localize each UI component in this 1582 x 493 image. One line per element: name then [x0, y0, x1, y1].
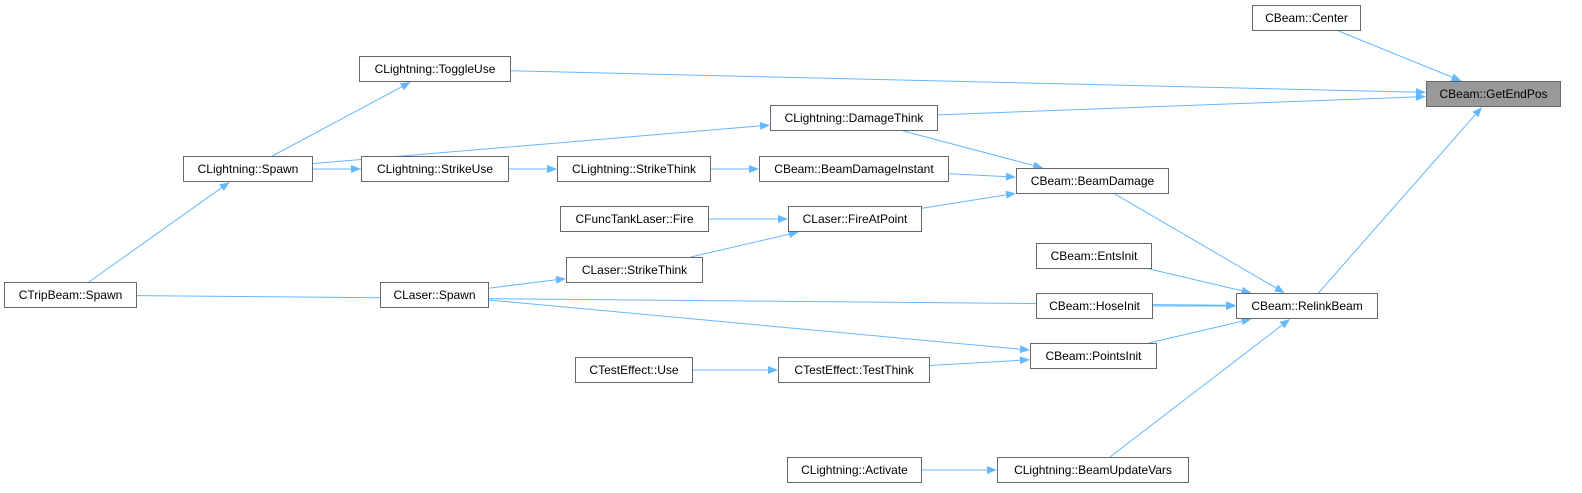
arrowhead-icon	[1019, 345, 1030, 354]
arrowhead-icon	[1240, 286, 1252, 295]
arrowhead-icon	[1019, 356, 1030, 365]
edge-beamdamageinstant-to-beamdamage	[948, 173, 1007, 178]
arrowhead-icon	[547, 165, 557, 173]
arrowhead-icon	[219, 182, 230, 192]
edge-testthink-to-pointsinit	[929, 359, 1021, 367]
edge-laserspawn-to-laserstrikethink	[488, 279, 557, 289]
arrowhead-icon	[1005, 190, 1016, 199]
node-ctesteffect-use[interactable]: CTestEffect::Use	[575, 357, 693, 383]
node-clightning-toggleuse[interactable]: CLightning::ToggleUse	[359, 56, 511, 82]
node-claser-strikethink[interactable]: CLaser::StrikeThink	[566, 257, 703, 283]
edge-pointsinit-to-relinkbeam	[1148, 320, 1242, 344]
node-clightning-damagethink[interactable]: CLightning::DamageThink	[770, 105, 938, 131]
node-cbeam-center[interactable]: CBeam::Center	[1252, 5, 1361, 31]
edge-damagethink-to-beamdamage	[903, 130, 1034, 166]
arrowhead-icon	[1279, 319, 1291, 329]
node-cbeam-beamdamageinstant[interactable]: CBeam::BeamDamageInstant	[759, 156, 949, 182]
node-claser-fireatpoint[interactable]: CLaser::FireAtPoint	[788, 206, 922, 232]
node-clightning-spawn[interactable]: CLightning::Spawn	[183, 156, 313, 182]
arrowhead-icon	[1032, 161, 1044, 170]
node-cbeam-beamdamage[interactable]: CBeam::BeamDamage	[1016, 168, 1169, 194]
arrowhead-icon	[759, 121, 770, 130]
edge-lspawn-to-toggleuse	[272, 86, 403, 157]
arrowhead-icon	[1450, 73, 1462, 81]
node-cbeam-hoseinit[interactable]: CBeam::HoseInit	[1036, 293, 1153, 319]
edge-tripbeamspawn-to-lspawn	[88, 187, 222, 283]
arrowhead-icon	[1274, 284, 1285, 293]
edge-entsinit-to-relinkbeam	[1149, 268, 1242, 292]
arrowhead-icon	[778, 215, 788, 223]
node-clightning-strikeuse[interactable]: CLightning::StrikeUse	[361, 156, 509, 182]
edge-fireatpoint-to-beamdamage	[921, 194, 1007, 209]
edge-laserstrikethink-to-fireatpoint	[690, 233, 790, 258]
arrowhead-icon	[788, 230, 799, 239]
node-ctesteffect-testthink[interactable]: CTestEffect::TestThink	[778, 357, 930, 383]
node-cbeam-entsinit[interactable]: CBeam::EntsInit	[1036, 243, 1152, 269]
arrowhead-icon	[555, 275, 566, 284]
edge-laserspawn-to-pointsinit	[488, 299, 1021, 350]
node-cfunctanklaser-fire[interactable]: CFuncTankLaser::Fire	[560, 206, 709, 232]
node-claser-spawn[interactable]: CLaser::Spawn	[380, 282, 489, 308]
arrowhead-icon	[1240, 317, 1252, 326]
edge-center-to-getendpos	[1338, 30, 1453, 78]
edge-beamdamage-to-relinkbeam	[1114, 193, 1277, 289]
arrowhead-icon	[1005, 172, 1016, 181]
node-clightning-beamupdatevars[interactable]: CLightning::BeamUpdateVars	[997, 457, 1189, 483]
arrowhead-icon	[987, 466, 997, 474]
node-clightning-activate[interactable]: CLightning::Activate	[787, 457, 922, 483]
node-ctripbeam-spawn[interactable]: CTripBeam::Spawn	[4, 282, 137, 308]
edge-beamupdatevars-to-relinkbeam	[1109, 324, 1283, 458]
arrowhead-icon	[768, 366, 778, 374]
node-cbeam-relinkbeam[interactable]: CBeam::RelinkBeam	[1236, 293, 1378, 319]
node-clightning-strikethink[interactable]: CLightning::StrikeThink	[557, 156, 711, 182]
arrowhead-icon	[1226, 302, 1236, 310]
edge-damagethink-to-getendpos	[937, 96, 1417, 116]
node-cbeam-getendpos: CBeam::GetEndPos	[1426, 81, 1561, 107]
edge-relinkbeam-to-getendpos	[1318, 114, 1476, 294]
arrowhead-icon	[399, 82, 411, 91]
arrowhead-icon	[749, 165, 759, 173]
arrowhead-icon	[1472, 107, 1483, 118]
arrowhead-icon	[1415, 92, 1426, 101]
node-cbeam-pointsinit[interactable]: CBeam::PointsInit	[1030, 343, 1157, 369]
edge-toggleuse-to-getendpos	[510, 70, 1417, 93]
